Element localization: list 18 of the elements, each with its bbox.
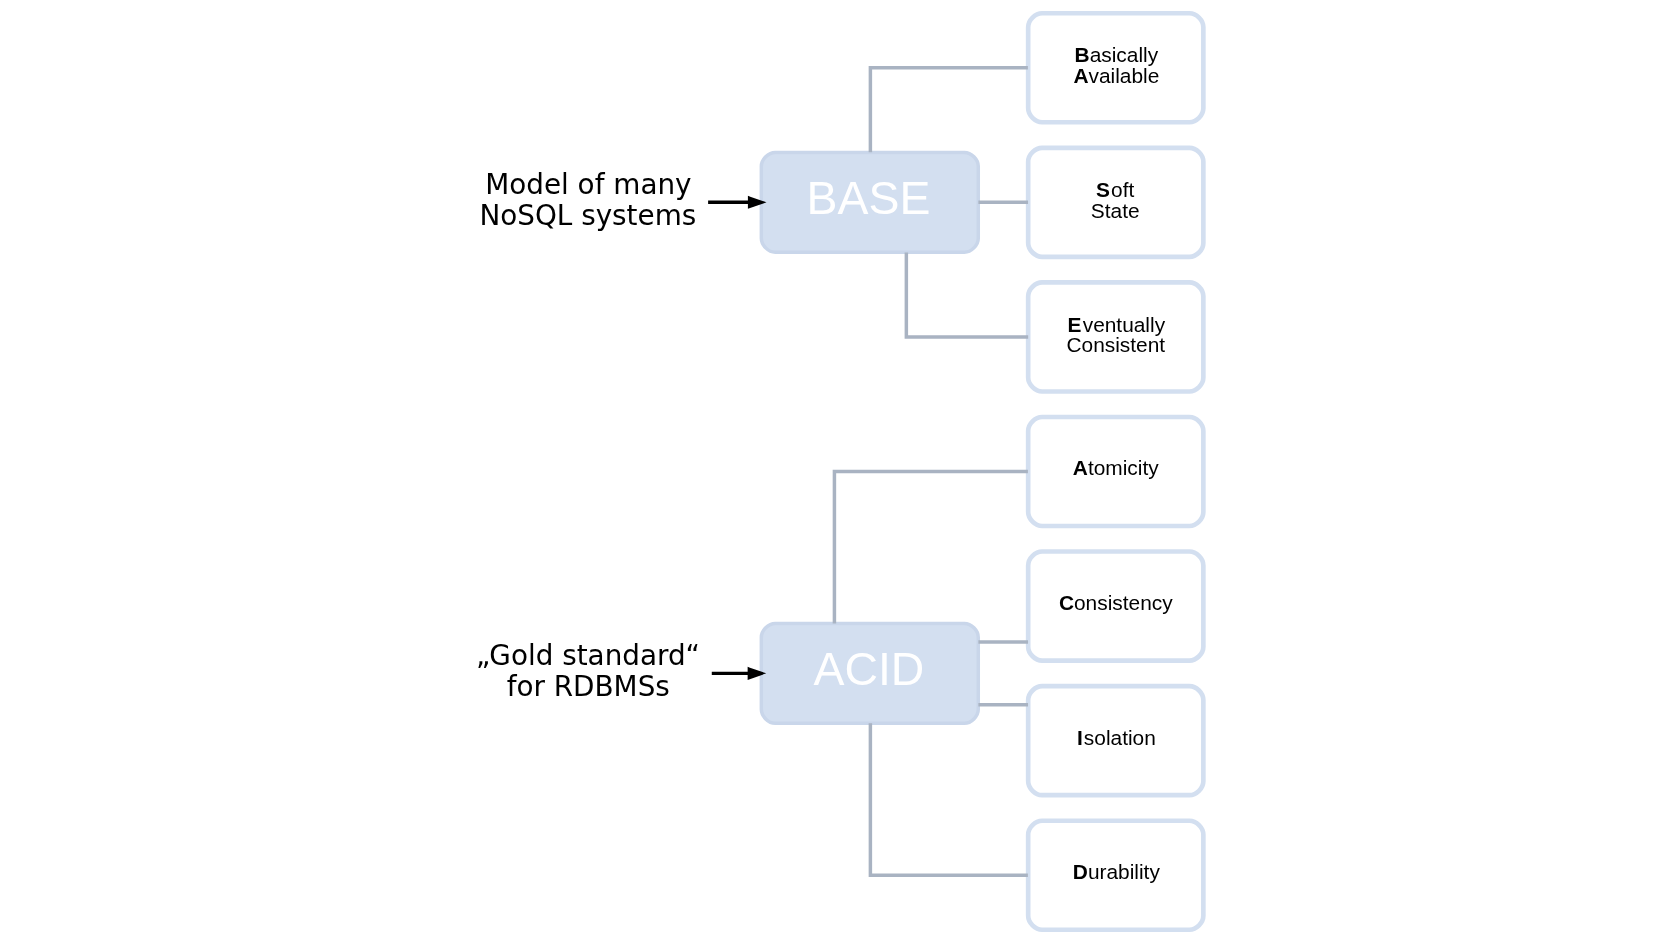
connector [977,200,1028,205]
connector [977,702,1028,707]
node-box: Isolation [1025,683,1206,798]
node-box: Basically Available [1025,10,1206,125]
node-box: Consistency [1025,549,1206,663]
connector [977,640,1028,644]
connector [868,723,1028,877]
node-box: Durability [1025,818,1206,933]
connector [904,252,1028,339]
arrow [707,195,766,209]
node-text: „Gold standard“ for RDBMSs [475,639,700,703]
connector [832,469,1028,624]
connector [868,66,1028,153]
node-text: Model of many NoSQL systems [478,168,696,232]
node-box: Soft State [1025,145,1206,260]
node-box: Atomicity [1025,414,1206,529]
arrow [711,666,766,680]
node-box: Eventually Consistent [1025,280,1206,394]
